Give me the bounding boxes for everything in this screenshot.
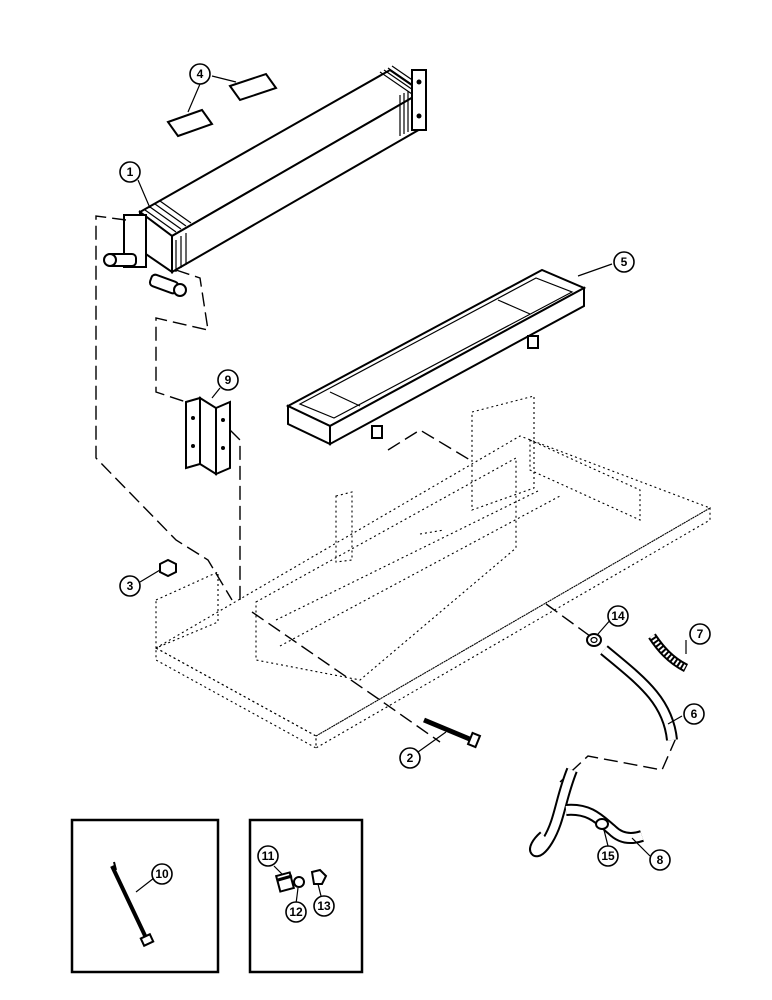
phantom-connection-lines <box>95 215 677 783</box>
callout-13-label: 13 <box>317 899 331 913</box>
callout-15: 15 <box>597 845 619 867</box>
callout-2: 2 <box>399 747 421 769</box>
callout-6: 6 <box>683 703 705 725</box>
callout-10: 10 <box>151 863 173 885</box>
mounting-bracket <box>185 396 231 476</box>
callout-3-label: 3 <box>127 579 134 593</box>
callout-10-label: 10 <box>155 867 169 881</box>
spring-guard <box>648 633 689 673</box>
callout-14-label: 14 <box>611 609 625 623</box>
callout-13: 13 <box>313 895 335 917</box>
callout-4-label: 4 <box>197 67 204 81</box>
callout-3: 3 <box>119 575 141 597</box>
callout-11: 11 <box>257 845 279 867</box>
callout-9-label: 9 <box>225 373 232 387</box>
inset-box-bolt <box>70 818 220 974</box>
callout-2-label: 2 <box>407 751 414 765</box>
hex-nut <box>159 558 177 578</box>
callout-11-label: 11 <box>262 849 275 863</box>
insulator-pads <box>166 72 278 138</box>
callout-6-label: 6 <box>691 707 698 721</box>
hose-lower <box>529 767 644 858</box>
oil-cooler-core <box>103 65 427 297</box>
long-bolt <box>423 717 482 749</box>
callout-12: 12 <box>285 901 307 923</box>
callout-8: 8 <box>649 849 671 871</box>
hose-clamp-upper <box>586 633 602 647</box>
mounting-tray <box>285 268 587 446</box>
inset-box-clip <box>248 818 364 974</box>
leader-lines <box>135 75 687 905</box>
callout-5: 5 <box>613 251 635 273</box>
callout-5-label: 5 <box>621 255 628 269</box>
callout-12-label: 12 <box>289 905 303 919</box>
callout-4: 4 <box>189 63 211 85</box>
callout-9: 9 <box>217 369 239 391</box>
callout-7-label: 7 <box>697 627 704 641</box>
callout-15-label: 15 <box>601 849 615 863</box>
callout-1: 1 <box>119 161 141 183</box>
hose-clamp-lower <box>595 818 609 830</box>
callout-14: 14 <box>607 605 629 627</box>
callout-1-label: 1 <box>127 165 134 179</box>
callout-8-label: 8 <box>657 853 664 867</box>
mounting-frame <box>154 395 712 749</box>
callout-7: 7 <box>689 623 711 645</box>
